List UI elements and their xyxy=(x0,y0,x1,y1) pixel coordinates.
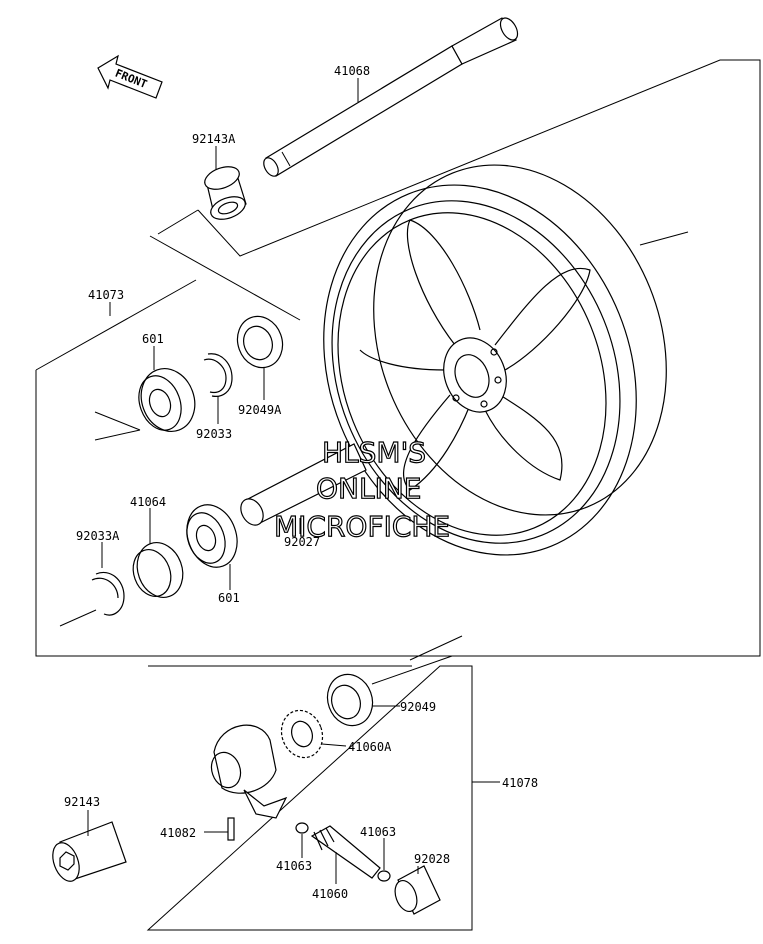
washer-41063b xyxy=(377,870,391,882)
label-92049: 92049 xyxy=(400,700,436,714)
collar-92143 xyxy=(52,821,127,882)
label-41073: 41073 xyxy=(88,288,124,302)
watermark-line-1: HLSM'S xyxy=(322,436,426,469)
washer-41063a xyxy=(295,822,309,834)
label-92049A: 92049A xyxy=(238,403,282,417)
label-92028: 92028 xyxy=(414,852,450,866)
bushing-92028 xyxy=(394,865,441,915)
label-601-upper: 601 xyxy=(142,332,164,346)
part-labels: 41068 92143A 41073 601 92033 92049A 4106… xyxy=(64,64,538,901)
label-92143: 92143 xyxy=(64,795,100,809)
label-92027: 92027 xyxy=(284,535,320,549)
circlip-92033A xyxy=(91,571,125,616)
circlip-92033 xyxy=(203,353,233,397)
label-41082: 41082 xyxy=(160,826,196,840)
seal-92049A xyxy=(236,315,284,369)
bushing-41064 xyxy=(132,542,184,598)
front-axle xyxy=(263,17,519,177)
label-41063-right: 41063 xyxy=(360,825,396,839)
seal-92049 xyxy=(326,673,374,727)
pinion-41060 xyxy=(310,825,381,879)
label-92033: 92033 xyxy=(196,427,232,441)
label-41064: 41064 xyxy=(130,495,166,509)
speedometer-group-box xyxy=(146,635,473,931)
bearing-601-lower xyxy=(186,504,238,568)
front-arrow-icon: FRONT xyxy=(97,54,163,99)
label-41060A: 41060A xyxy=(348,740,392,754)
label-92033A: 92033A xyxy=(76,529,120,543)
spacer-92027 xyxy=(240,443,367,526)
label-41063-left: 41063 xyxy=(276,859,312,873)
assembly-outline xyxy=(35,59,761,657)
label-92143A: 92143A xyxy=(192,132,236,146)
label-41078: 41078 xyxy=(502,776,538,790)
collar-92143A xyxy=(204,166,247,220)
watermark-line-3: MICROFICHE xyxy=(274,510,450,543)
label-41060: 41060 xyxy=(312,887,348,901)
label-601-lower: 601 xyxy=(218,591,240,605)
pin-41082 xyxy=(227,817,235,841)
watermark: HLSM'S ONLINE MICROFICHE xyxy=(273,435,450,543)
gear-housing xyxy=(210,724,288,819)
front-wheel xyxy=(323,164,689,556)
label-41068: 41068 xyxy=(334,64,370,78)
gear-41060A xyxy=(280,709,324,759)
watermark-line-2: ONLINE xyxy=(316,472,421,505)
bearing-601-upper xyxy=(138,368,196,432)
leader-lines xyxy=(59,78,500,884)
